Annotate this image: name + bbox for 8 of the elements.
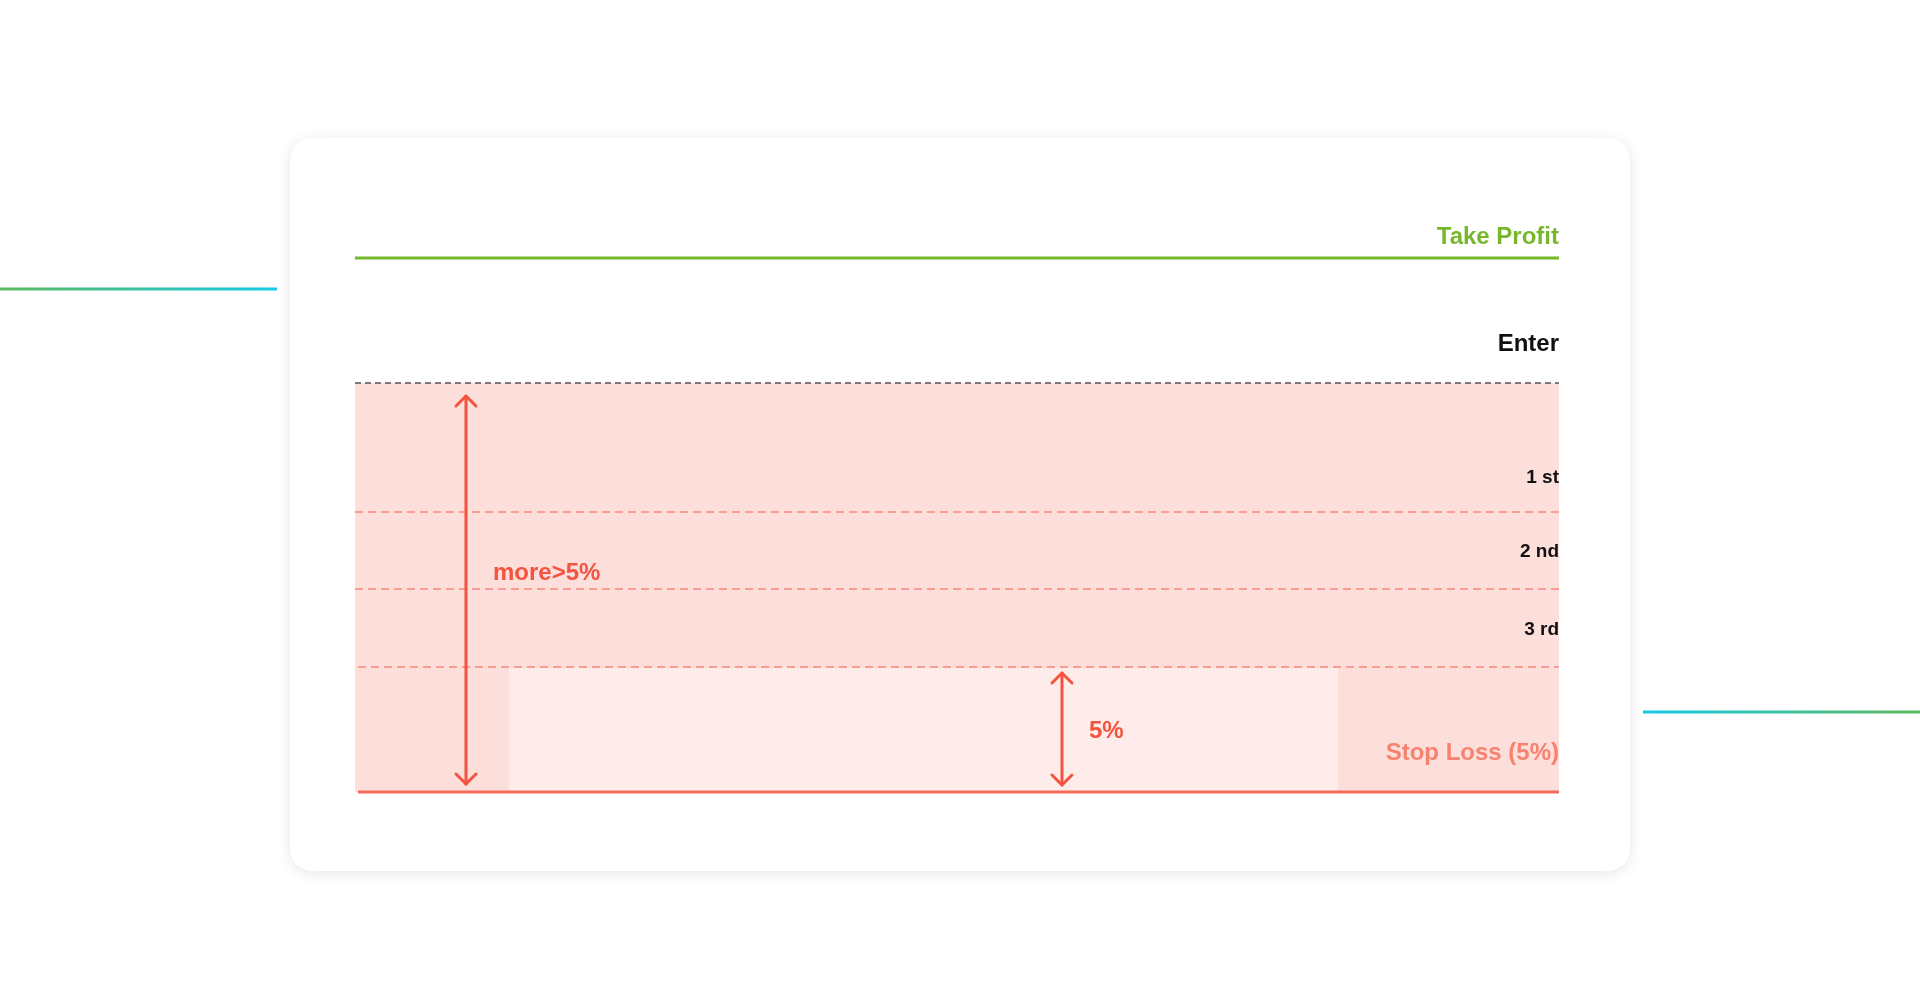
level-label: 2 nd: [1519, 539, 1559, 563]
level-label: Stop Loss (5%): [1385, 737, 1559, 767]
level-label: Take Profit: [1436, 221, 1559, 251]
dimension-label: more>5%: [493, 557, 601, 587]
level-label: 1 st: [1526, 465, 1559, 489]
level-label: Enter: [1497, 328, 1559, 358]
level-label: 3 rd: [1524, 617, 1559, 641]
dimension-label: 5%: [1089, 715, 1124, 745]
